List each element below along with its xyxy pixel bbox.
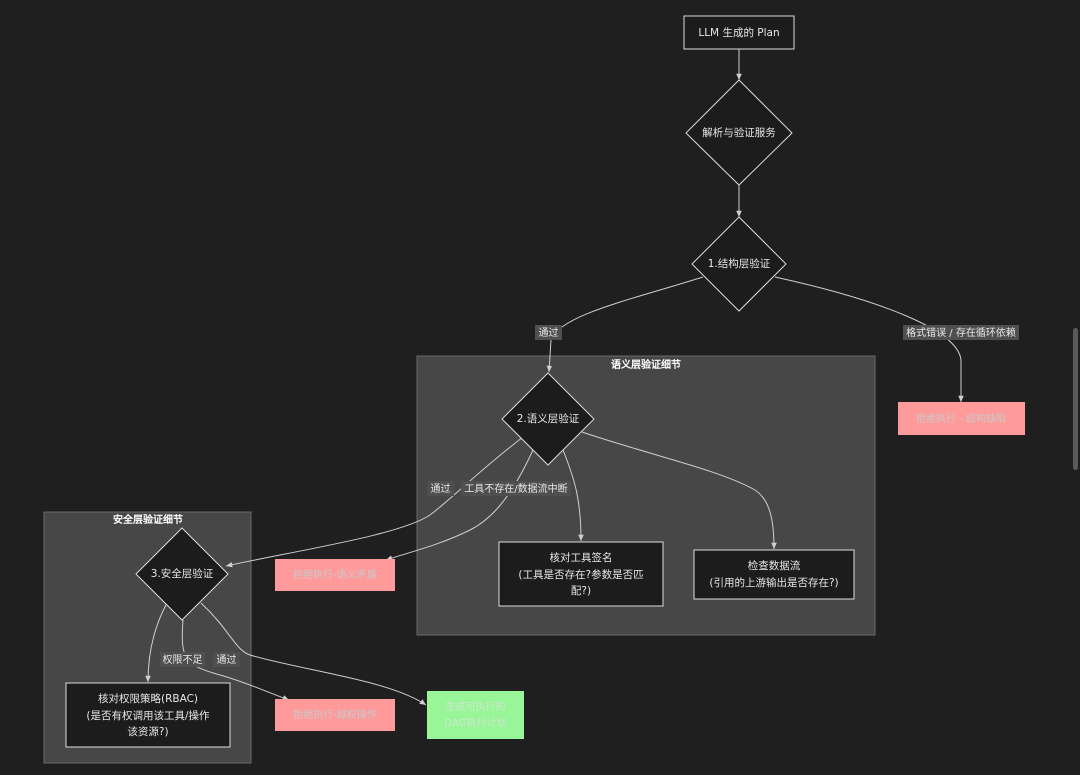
- edge-label-format-error: 格式错误 / 存在循环依赖: [903, 325, 1019, 340]
- edge-security-to-accept: [200, 602, 427, 706]
- node-reject-permission: 拒绝执行-越权操作: [275, 699, 395, 731]
- svg-text:生成可执行的: 生成可执行的: [446, 700, 506, 713]
- node-llm-plan: LLM 生成的 Plan: [683, 15, 795, 50]
- svg-text:配?): 配?): [571, 585, 591, 597]
- edge-label-pass-2: 通过: [427, 481, 454, 496]
- node-accept: 生成可执行的 DAG执行计划: [427, 691, 524, 739]
- edge-label-pass-3: 通过: [213, 652, 240, 667]
- svg-text:2.语义层验证: 2.语义层验证: [517, 412, 580, 425]
- svg-text:解析与验证服务: 解析与验证服务: [702, 126, 776, 139]
- svg-text:核对权限策略(RBAC): 核对权限策略(RBAC): [98, 692, 198, 705]
- edge-security-to-reject: [181, 619, 290, 701]
- node-parse-service: 解析与验证服务: [685, 79, 793, 186]
- svg-text:1.结构层验证: 1.结构层验证: [708, 257, 771, 270]
- svg-text:DAG执行计划: DAG执行计划: [445, 716, 507, 729]
- node-reject-semantic: 拒绝执行-语义矛盾: [275, 559, 395, 591]
- svg-text:检查数据流: 检查数据流: [748, 559, 801, 572]
- svg-text:通过: 通过: [539, 326, 559, 339]
- edge-label-pass-1: 通过: [535, 325, 562, 340]
- edge-security-to-rbac: [145, 602, 168, 683]
- node-security-check: 3.安全层验证: [135, 527, 229, 621]
- node-verify-signature: 核对工具签名 (工具是否存在?参数是否匹 配?): [498, 541, 664, 607]
- edge-semantic-to-security: [225, 436, 524, 568]
- svg-text:3.安全层验证: 3.安全层验证: [151, 567, 214, 580]
- node-structure-check: 1.结构层验证: [691, 216, 787, 312]
- svg-text:通过: 通过: [431, 482, 451, 495]
- svg-text:(是否有权调用该工具/操作: (是否有权调用该工具/操作: [86, 709, 210, 722]
- svg-text:通过: 通过: [217, 653, 237, 666]
- svg-text:LLM 生成的 Plan: LLM 生成的 Plan: [698, 26, 779, 39]
- svg-text:工具不存在/数据流中断: 工具不存在/数据流中断: [464, 482, 567, 495]
- semantic-group-title: 语义层验证细节: [611, 358, 681, 371]
- node-reject-structure: 拒绝执行 - 结构缺陷: [898, 402, 1025, 435]
- node-semantic-check: 2.语义层验证: [501, 372, 595, 466]
- vertical-scrollbar[interactable]: [1073, 328, 1078, 470]
- edges: [145, 49, 964, 706]
- svg-text:拒绝执行 - 结构缺陷: 拒绝执行 - 结构缺陷: [916, 412, 1006, 425]
- edge-semantic-to-signature: [562, 449, 584, 542]
- svg-text:(引用的上游输出是否存在?): (引用的上游输出是否存在?): [709, 576, 838, 589]
- node-check-dataflow: 检查数据流 (引用的上游输出是否存在?): [693, 549, 855, 600]
- edge-label-no-permission: 权限不足: [160, 652, 205, 667]
- node-check-rbac: 核对权限策略(RBAC) (是否有权调用该工具/操作 该资源?): [65, 682, 231, 748]
- svg-text:(工具是否存在?参数是否匹: (工具是否存在?参数是否匹: [518, 568, 643, 581]
- svg-text:拒绝执行-语义矛盾: 拒绝执行-语义矛盾: [293, 568, 377, 581]
- edge-structure-to-reject: [774, 276, 964, 402]
- svg-text:权限不足: 权限不足: [163, 653, 203, 666]
- svg-text:核对工具签名: 核对工具签名: [550, 551, 613, 564]
- security-group-title: 安全层验证细节: [113, 513, 183, 526]
- svg-text:格式错误 / 存在循环依赖: 格式错误 / 存在循环依赖: [906, 326, 1016, 339]
- svg-text:拒绝执行-越权操作: 拒绝执行-越权操作: [293, 708, 377, 721]
- edge-semantic-to-dataflow: [581, 431, 777, 550]
- edge-label-tool-missing: 工具不存在/数据流中断: [461, 481, 571, 496]
- svg-text:该资源?): 该资源?): [127, 725, 168, 738]
